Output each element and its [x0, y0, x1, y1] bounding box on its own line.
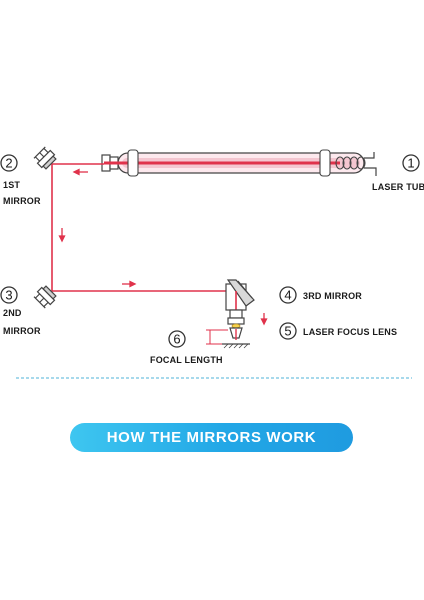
how-mirrors-work-banner: HOW THE MIRRORS WORK [70, 423, 353, 452]
number-1: 1 [407, 156, 414, 171]
number-2: 2 [5, 156, 12, 171]
label-1st-mirror-line2: MIRROR [3, 196, 41, 206]
number-4: 4 [284, 288, 291, 303]
laser-head-icon [222, 279, 255, 349]
number-circle-3 [0, 286, 18, 304]
number-circle-6 [168, 330, 186, 348]
laser-tube-icon [101, 149, 377, 177]
number-5: 5 [284, 324, 291, 339]
number-circle-5 [279, 322, 297, 340]
mirror-mount-icon [33, 146, 57, 170]
number-circle-1 [402, 154, 420, 172]
number-circle-4 [279, 286, 297, 304]
number-3: 3 [5, 288, 12, 303]
mirror-mount-icon [33, 285, 57, 309]
label-2nd-mirror-line2: MIRROR [3, 326, 41, 336]
label-2nd-mirror-line1: 2ND [3, 308, 22, 318]
label-focal-length: FOCAL LENGTH [150, 355, 223, 365]
banner-text: HOW THE MIRRORS WORK [106, 429, 317, 446]
number-circle-2 [0, 154, 18, 172]
focal-length-bracket [206, 329, 228, 345]
arrow-icon [58, 168, 268, 326]
label-1st-mirror-line1: 1ST [3, 180, 20, 190]
beam-path [51, 163, 226, 292]
label-laser-tube: LASER TUBE [372, 182, 424, 192]
number-6: 6 [173, 332, 180, 347]
label-3rd-mirror: 3RD MIRROR [303, 291, 362, 301]
label-focus-lens: LASER FOCUS LENS [303, 327, 397, 337]
